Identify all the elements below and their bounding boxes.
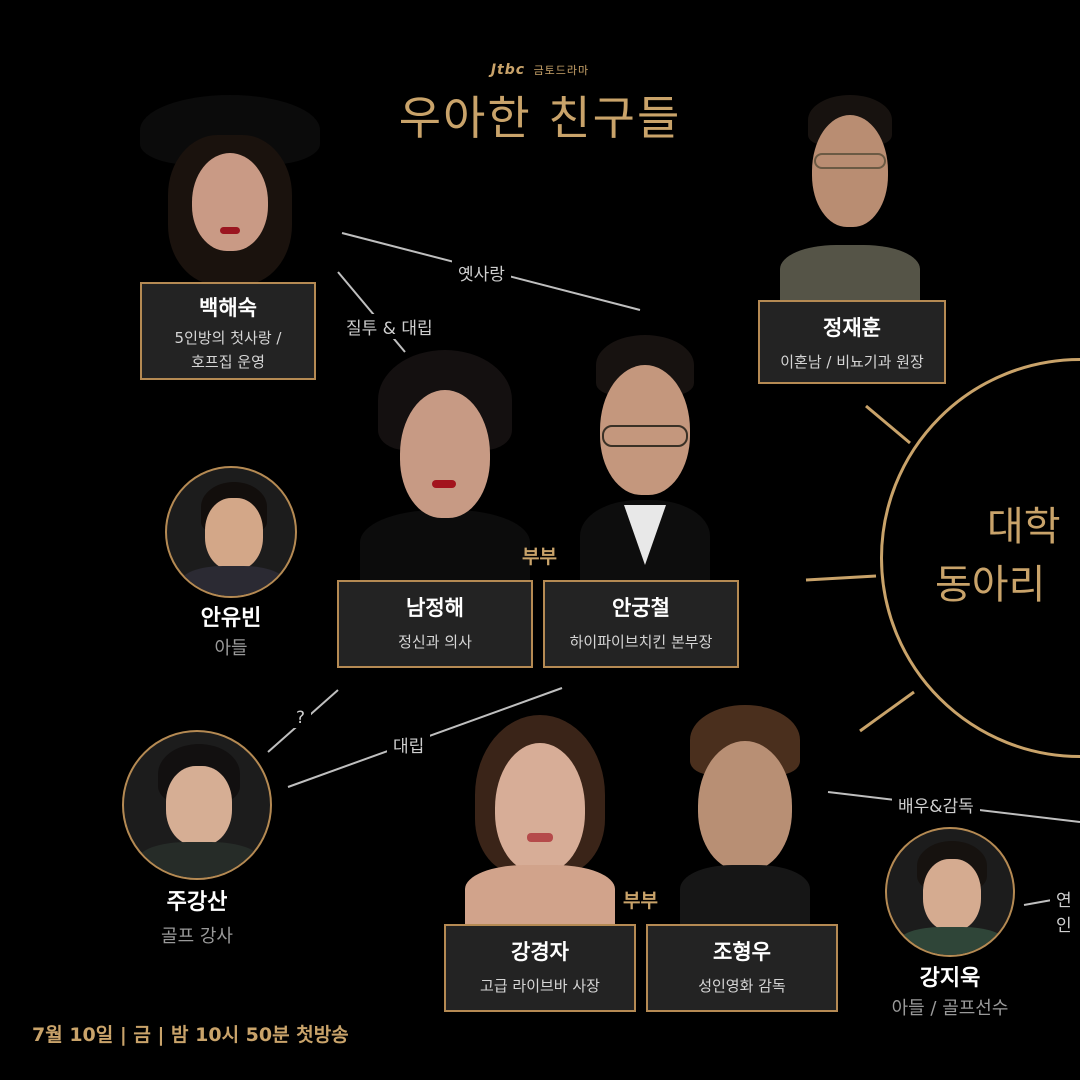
portrait-nam bbox=[360, 350, 530, 582]
name-ju: 주강산 bbox=[166, 890, 228, 915]
broadcaster-slot: 금토드라마 bbox=[533, 64, 590, 77]
role-baek-line2: 호프집 운영 bbox=[191, 353, 265, 371]
relation-actor-director: 배우&감독 bbox=[892, 792, 980, 817]
name-kang-j: 강지욱 bbox=[919, 966, 981, 991]
card-kang-k: 강경자 고급 라이브바 사장 bbox=[444, 924, 636, 1012]
jtbc-logo: Jtbc bbox=[490, 62, 526, 78]
name-nam: 남정해 bbox=[406, 596, 464, 620]
relation-conflict: 대립 bbox=[387, 732, 431, 757]
relation-question: ? bbox=[290, 708, 312, 728]
club-label-line2: 동아리 bbox=[935, 562, 1046, 608]
relation-couple-2: 부부 bbox=[623, 890, 658, 912]
portrait-jung bbox=[770, 95, 930, 300]
portrait-baek bbox=[140, 95, 320, 285]
card-nam: 남정해 정신과 의사 bbox=[337, 580, 533, 668]
name-jung: 정재훈 bbox=[823, 316, 881, 340]
card-baek: 백해숙 5인방의 첫사랑 / 호프집 운영 bbox=[140, 282, 316, 380]
avatar-kang-j bbox=[885, 827, 1015, 957]
broadcaster: Jtbc 금토드라마 bbox=[380, 62, 700, 78]
club-label-line1: 대학 bbox=[987, 504, 1061, 550]
role-nam: 정신과 의사 bbox=[398, 633, 472, 651]
relation-romance: 연인 bbox=[1050, 886, 1080, 936]
name-ahn: 안궁철 bbox=[612, 596, 670, 620]
relation-jealousy: 질투 & 대립 bbox=[340, 314, 439, 339]
role-ahn: 하이파이브치킨 본부장 bbox=[569, 633, 713, 651]
role-kang-k: 고급 라이브바 사장 bbox=[480, 977, 600, 995]
relation-couple-1: 부부 bbox=[522, 546, 557, 568]
line-jealousy bbox=[337, 271, 406, 353]
role-baek-line1: 5인방의 첫사랑 / bbox=[174, 329, 282, 347]
glasses-shape bbox=[814, 153, 886, 169]
name-ahn-yubin: 안유빈 bbox=[200, 606, 262, 631]
role-ju: 골프 강사 bbox=[161, 926, 233, 947]
club-spoke-bottom bbox=[859, 690, 915, 733]
name-jo: 조형우 bbox=[713, 940, 771, 964]
club-spoke-top bbox=[865, 404, 911, 445]
avatar-ahn-yubin bbox=[165, 466, 297, 598]
card-jung: 정재훈 이혼남 / 비뇨기과 원장 bbox=[758, 300, 946, 384]
role-kang-j: 아들 / 골프선수 bbox=[891, 998, 1009, 1019]
role-jo: 성인영화 감독 bbox=[698, 977, 786, 995]
card-jo: 조형우 성인영화 감독 bbox=[646, 924, 838, 1012]
name-kang-k: 강경자 bbox=[511, 940, 569, 964]
portrait-ahn bbox=[580, 335, 710, 580]
role-ahn-yubin: 아들 bbox=[214, 638, 248, 659]
card-ahn: 안궁철 하이파이브치킨 본부장 bbox=[543, 580, 739, 668]
show-title: 우아한 친구들 bbox=[398, 91, 682, 145]
portrait-jo bbox=[680, 705, 810, 925]
name-baek: 백해숙 bbox=[199, 296, 257, 320]
role-jung: 이혼남 / 비뇨기과 원장 bbox=[780, 353, 924, 371]
title-block: Jtbc 금토드라마 우아한 친구들 bbox=[380, 62, 700, 148]
relation-old-love: 옛사랑 bbox=[452, 260, 511, 285]
avatar-ju bbox=[122, 730, 272, 880]
portrait-kang-k bbox=[465, 715, 615, 925]
club-spoke-mid bbox=[805, 574, 877, 582]
club-label: 대학 동아리 bbox=[935, 498, 1061, 614]
broadcast-info: 7월 10일 | 금 | 밤 10시 50분 첫방송 bbox=[32, 1024, 349, 1046]
